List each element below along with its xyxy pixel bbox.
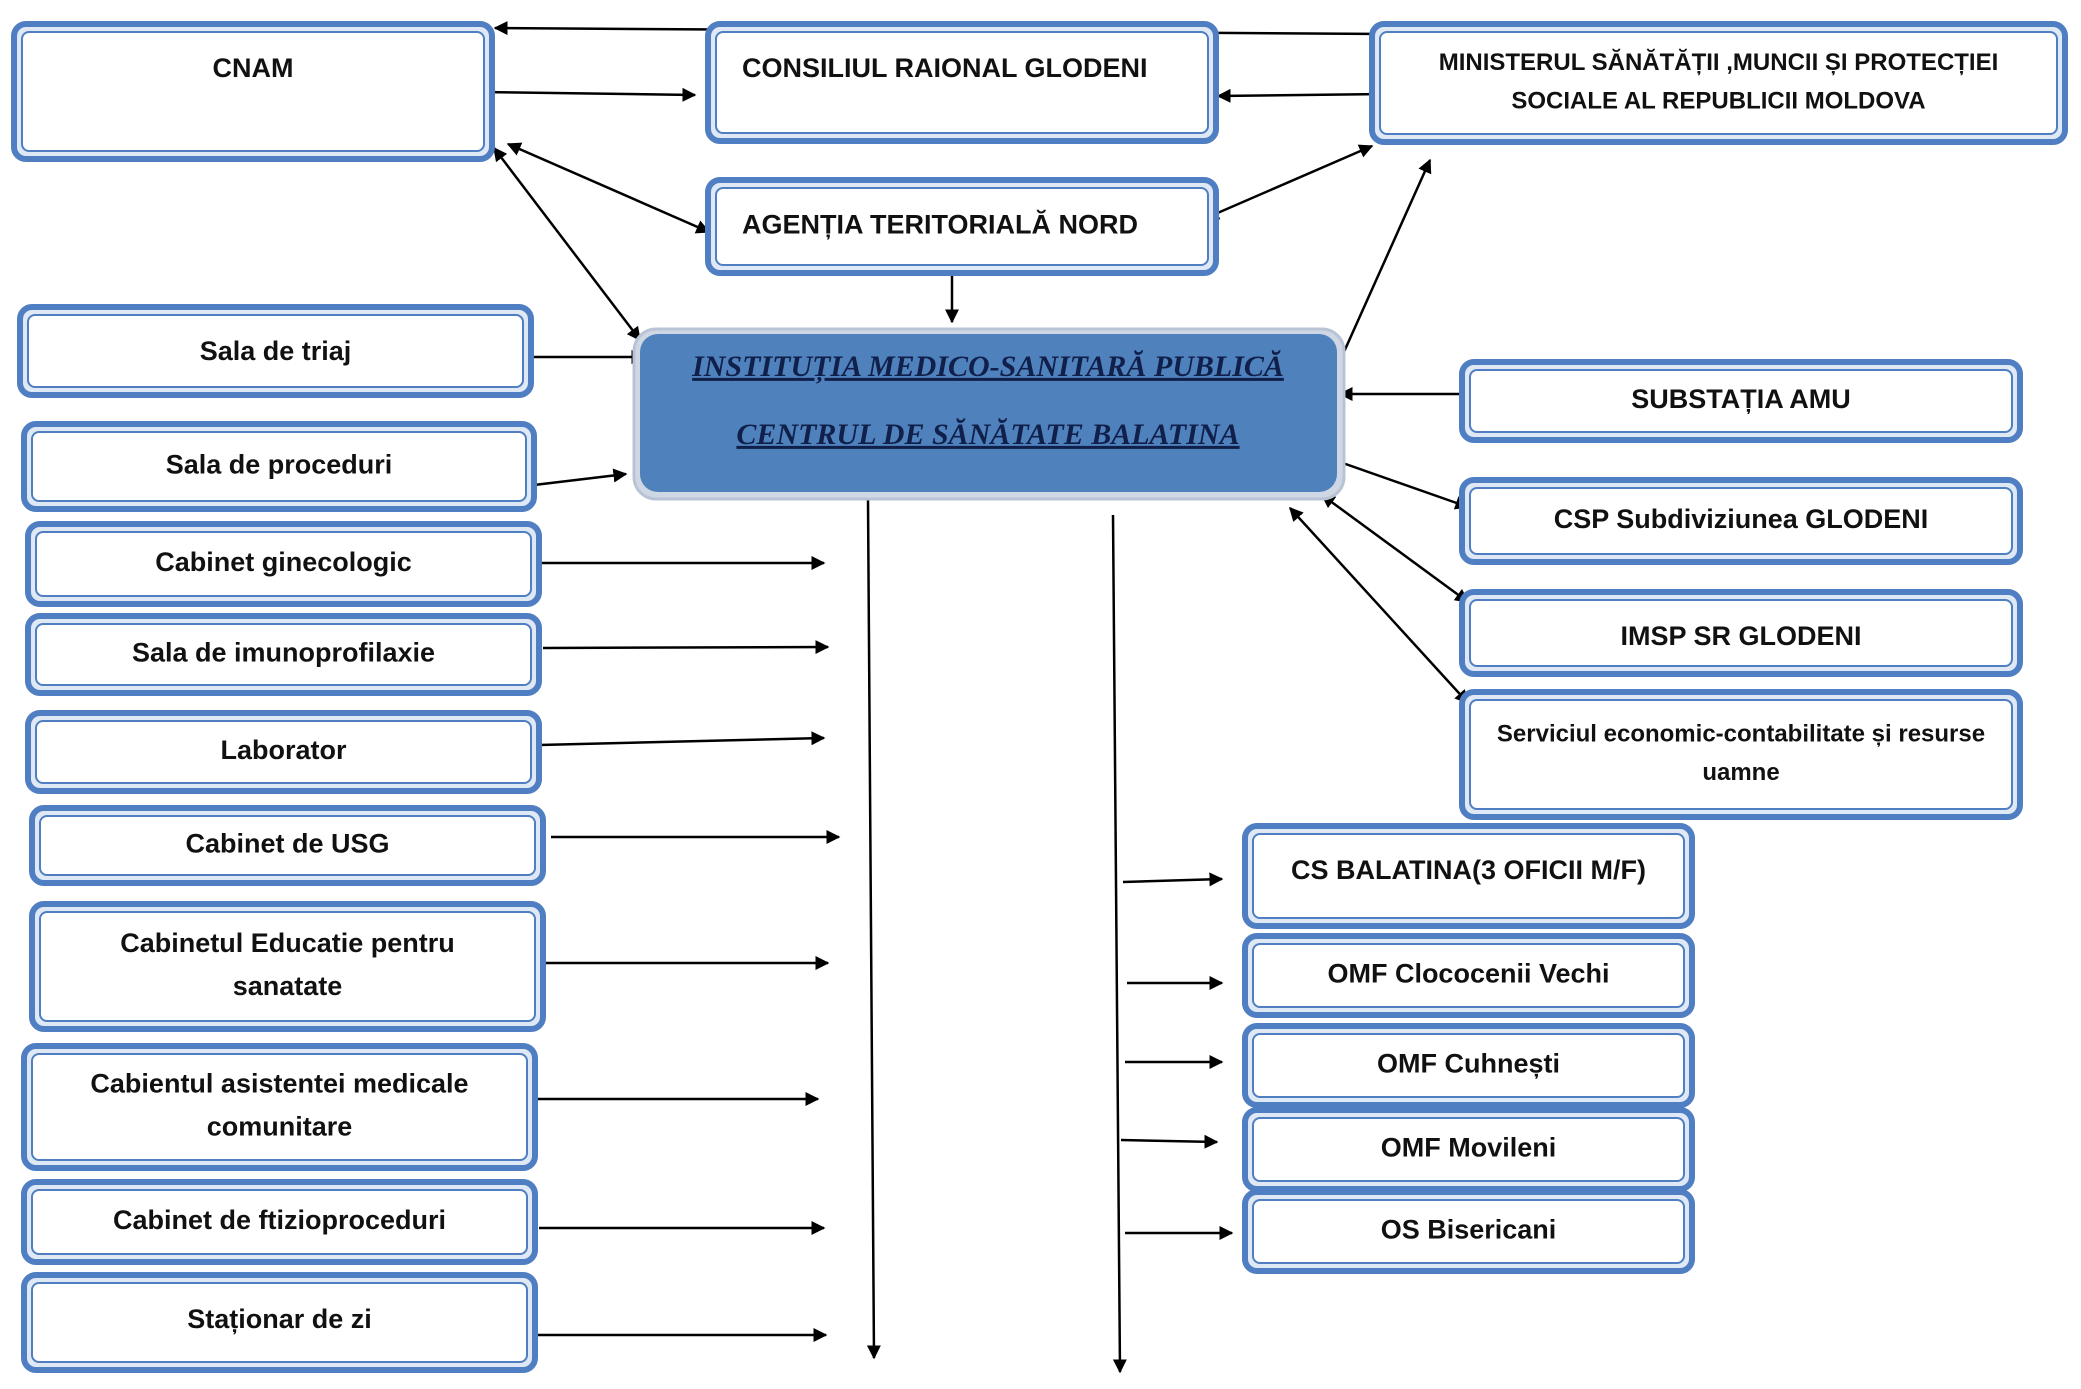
node-omf-clococenii: OMF Clococenii Vechi — [1242, 933, 1695, 1018]
arrow-28 — [1120, 1134, 1219, 1149]
node-label-consiliul: CONSILIUL RAIONAL GLODENI — [742, 53, 1148, 83]
node-label-imsp-sr: IMSP SR GLODENI — [1620, 621, 1861, 651]
node-label-laborator: Laborator — [220, 735, 347, 765]
node-cabinet-ftizio: Cabinet de ftizioproceduri — [21, 1179, 538, 1265]
arrow-10 — [533, 468, 628, 487]
node-label-omf-clococenii: OMF Clococenii Vechi — [1327, 959, 1609, 989]
node-label-serviciul-line-2: uamne — [1702, 759, 1779, 786]
arrow-13 — [538, 731, 826, 747]
node-os-bisericani: OS Bisericani — [1242, 1189, 1695, 1274]
node-sala-proceduri: Sala de proceduri — [21, 421, 537, 512]
node-label-cabinet-ftizio: Cabinet de ftizioproceduri — [113, 1205, 446, 1235]
double-arrow-4 — [506, 142, 711, 234]
node-cabinet-educatie: Cabinetul Educatie pentru sanatate — [29, 901, 546, 1032]
node-label-cnam: CNAM — [213, 53, 294, 83]
double-arrow-21 — [1320, 493, 1470, 604]
double-arrow-22 — [1289, 506, 1469, 705]
node-cnam: CNAM — [11, 21, 495, 162]
node-label-serviciul-line-1: Serviciul economic-contabilitate și resu… — [1497, 721, 1985, 748]
node-label-agentia: AGENȚIA TERITORIALĂ NORD — [742, 209, 1138, 240]
center-title-line-1: INSTITUȚIA MEDICO-SANITARĂ PUBLICĂ — [691, 350, 1284, 384]
node-cabinet-usg: Cabinet de USG — [29, 805, 546, 886]
node-label-ministerul-line-1: MINISTERUL SĂNĂTĂȚII ,MUNCII ȘI PROTECȚI… — [1439, 48, 1999, 76]
double-arrow-6 — [1204, 144, 1374, 220]
node-center-institution: INSTITUȚIA MEDICO-SANITARĂ PUBLICĂ CENTRU… — [632, 327, 1346, 501]
arrow-25 — [1122, 872, 1224, 887]
node-agentia: AGENȚIA TERITORIALĂ NORD — [705, 177, 1219, 276]
arrow-23 — [866, 499, 881, 1360]
node-label-cabinet-ginecologic: Cabinet ginecologic — [155, 547, 412, 577]
center-title-line-2: CENTRUL DE SĂNĂTATE BALATINA — [736, 418, 1239, 451]
node-stationar: Staționar de zi — [21, 1272, 538, 1373]
node-label-cs-balatina: CS BALATINA(3 OFICII M/F) — [1291, 855, 1646, 885]
node-label-substatia: SUBSTAȚIA AMU — [1631, 384, 1850, 414]
double-arrow-2 — [476, 85, 697, 102]
node-label-sala-imunoprofilaxie: Sala de imunoprofilaxie — [132, 638, 435, 668]
node-label-cabinet-asistenta-line-1: Cabientul asistentei medicale — [90, 1069, 468, 1099]
node-label-sala-proceduri: Sala de proceduri — [166, 450, 393, 480]
node-serviciul: Serviciul economic-contabilitate și resu… — [1459, 689, 2023, 820]
node-label-cabinet-asistenta-line-2: comunitare — [207, 1112, 353, 1142]
node-label-cabinet-usg: Cabinet de USG — [185, 829, 389, 859]
double-arrow-5 — [493, 146, 641, 342]
node-label-cabinet-educatie-line-1: Cabinetul Educatie pentru — [120, 928, 455, 958]
node-label-cabinet-educatie-line-2: sanatate — [233, 971, 343, 1001]
node-label-os-bisericani: OS Bisericani — [1381, 1215, 1557, 1245]
arrow-12 — [542, 640, 830, 655]
node-cs-balatina: CS BALATINA(3 OFICII M/F) — [1242, 823, 1695, 929]
node-ministerul: MINISTERUL SĂNĂTĂȚII ,MUNCII ȘI PROTECȚI… — [1369, 21, 2068, 145]
node-omf-movileni: OMF Movileni — [1242, 1107, 1695, 1192]
node-label-sala-triaj: Sala de triaj — [200, 336, 352, 366]
arrow-24 — [1111, 514, 1127, 1374]
connector-arrows — [476, 21, 1492, 1374]
node-sala-imunoprofilaxie: Sala de imunoprofilaxie — [25, 613, 542, 696]
node-label-stationar: Staționar de zi — [187, 1304, 372, 1334]
double-arrow-3 — [1216, 87, 1388, 103]
node-omf-cuhnesti: OMF Cuhnești — [1242, 1023, 1695, 1108]
node-cabinet-asistenta: Cabientul asistentei medicale comunitare — [21, 1043, 538, 1171]
node-sala-triaj: Sala de triaj — [17, 304, 534, 398]
node-label-omf-cuhnesti: OMF Cuhnești — [1377, 1049, 1560, 1079]
node-laborator: Laborator — [25, 710, 542, 794]
node-label-ministerul-line-2: SOCIALE AL REPUBLICII MOLDOVA — [1511, 88, 1925, 115]
node-boxes: CNAM CONSILIUL RAIONAL GLODENI MINISTERUL … — [11, 21, 2068, 1373]
node-cabinet-ginecologic: Cabinet ginecologic — [25, 521, 542, 607]
node-imsp-sr: IMSP SR GLODENI — [1459, 589, 2023, 677]
node-consiliul: CONSILIUL RAIONAL GLODENI — [705, 21, 1219, 144]
node-label-omf-movileni: OMF Movileni — [1381, 1133, 1557, 1163]
node-label-csp: CSP Subdiviziunea GLODENI — [1554, 504, 1929, 534]
node-csp: CSP Subdiviziunea GLODENI — [1459, 477, 2023, 565]
node-substatia: SUBSTAȚIA AMU — [1459, 359, 2023, 443]
